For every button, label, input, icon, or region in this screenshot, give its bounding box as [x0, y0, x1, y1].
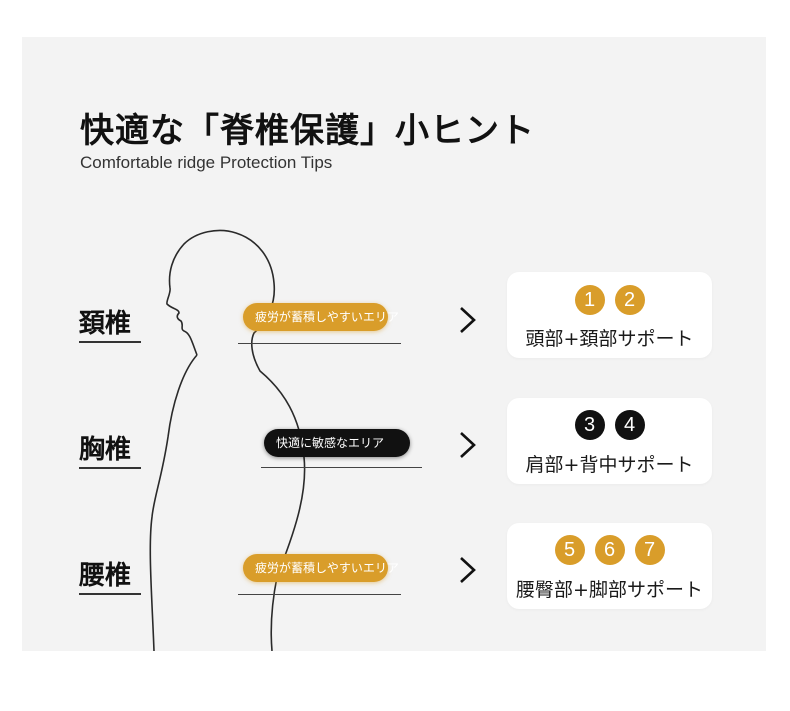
- region-underline: [79, 341, 141, 343]
- sensitive-area-pill: 快適に敏感なエリア: [264, 429, 410, 457]
- pointer-line: [261, 467, 422, 468]
- number-badge: 3: [574, 410, 605, 440]
- pointer-line: [238, 594, 401, 595]
- region-underline: [79, 467, 141, 469]
- human-silhouette-icon: [149, 229, 306, 651]
- chevron-right-icon: [460, 557, 476, 583]
- region-label-thoracic: 胸椎: [79, 435, 132, 465]
- region-underline: [79, 593, 141, 595]
- support-text: 肩部+背中サポート: [525, 454, 694, 476]
- number-badge: 7: [634, 535, 665, 565]
- number-badge: 4: [614, 410, 645, 440]
- number-badge: 1: [574, 285, 605, 315]
- support-text: 頭部+頚部サポート: [525, 328, 694, 350]
- page-subtitle: Comfortable ridge Protection Tips: [80, 153, 333, 172]
- region-label-lumbar: 腰椎: [79, 561, 132, 591]
- tips-panel: 快適な「脊椎保護」小ヒント Comfortable ridge Protecti…: [22, 37, 766, 651]
- fatigue-area-pill: 疲労が蓄積しやすいエリア: [243, 303, 399, 331]
- support-text: 腰臀部+脚部サポート: [516, 579, 703, 601]
- fatigue-area-pill: 疲労が蓄積しやすいエリア: [243, 554, 399, 582]
- number-badge: 6: [594, 535, 625, 565]
- pointer-line: [238, 343, 401, 344]
- region-label-cervical: 頚椎: [79, 309, 132, 339]
- chevron-right-icon: [460, 432, 476, 458]
- page-title: 快適な「脊椎保護」小ヒント: [80, 111, 535, 151]
- chevron-right-icon: [460, 307, 476, 333]
- number-badge: 5: [554, 535, 585, 565]
- number-badge: 2: [614, 285, 645, 315]
